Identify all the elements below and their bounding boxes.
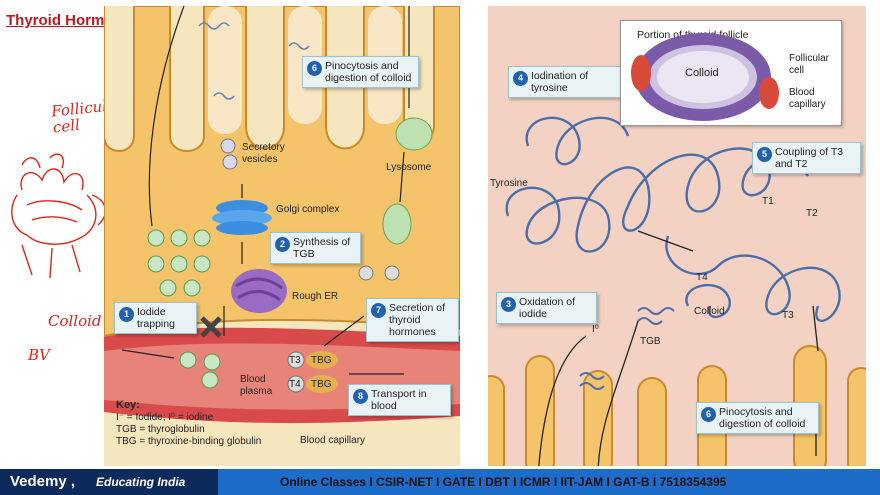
follicle-inset: Portion of thyroid follicle Colloid Foll… [620, 20, 842, 126]
inset-colloid: Colloid [685, 67, 719, 79]
key-line: I⁻ = Iodide; I⁰ = iodine [116, 412, 214, 423]
key-line: TGB = thyroglobulin [116, 424, 205, 435]
step-3-oxidation: 3 Oxidation of iodide [496, 292, 597, 324]
label-tyrosine: Tyrosine [490, 178, 528, 189]
step-number-badge: 6 [307, 61, 322, 76]
label-t3: T3 [782, 310, 794, 321]
left-diagram-panel: 1 Iodide trapping 2 Synthesis of TGB 6 P… [104, 6, 460, 466]
handwritten-bv: BV [28, 346, 50, 364]
label-tbg: TBG [311, 355, 332, 366]
step-7-secretion: 7 Secretion of thyroid hormones [366, 298, 459, 342]
step-number-badge: 2 [275, 237, 290, 252]
step-number-badge: 3 [501, 297, 516, 312]
brand-tagline: Educating India [96, 475, 186, 489]
step-6-pinocytosis: 6 Pinocytosis and digestion of colloid [696, 402, 819, 434]
label-iodine: I⁰ [592, 324, 599, 335]
step-label: Pinocytosis and digestion of colloid [719, 406, 806, 430]
step-number-badge: 8 [353, 389, 368, 404]
step-label: Oxidation of iodide [519, 296, 576, 320]
step-1-iodide-trapping: 1 Iodide trapping [114, 302, 197, 334]
legend-key: Key: I⁻ = Iodide; I⁰ = iodine TGB = thyr… [116, 399, 261, 448]
label-rough-er: Rough ER [292, 291, 339, 302]
rough-er-shape [231, 269, 287, 313]
handwritten-colloid: Colloid [48, 312, 102, 330]
step-number-badge: 1 [119, 307, 134, 322]
footer-text: Online Classes I CSIR-NET I GATE I DBT I… [280, 475, 727, 489]
brand-block: Vedemy , Educating India [0, 469, 218, 495]
step-4-iodination: 4 Iodination of tyrosine [508, 66, 621, 98]
label-t2: T2 [806, 208, 818, 219]
label-t3: T3 [289, 355, 301, 366]
handwritten-follicle-sketch [11, 153, 107, 279]
label-colloid: Colloid [694, 306, 725, 317]
label-blood-plasma: Blood plasma [240, 374, 273, 397]
key-heading: Key: [116, 399, 140, 411]
step-number-badge: 4 [513, 71, 528, 86]
step-6-pinocytosis: 6 Pinocytosis and digestion of colloid [302, 56, 419, 88]
inset-follicular-cell: Follicular cell [789, 53, 830, 76]
step-label: Coupling of T3 and T2 [775, 146, 844, 170]
step-number-badge: 5 [757, 147, 772, 162]
label-lysosome: Lysosome [386, 162, 432, 173]
lysosome-shape [395, 117, 433, 151]
label-tbg: TBG [311, 379, 332, 390]
label-blood-capillary: Blood capillary [300, 435, 366, 446]
step-label: Transport in blood [371, 388, 427, 412]
step-2-synthesis-tgb: 2 Synthesis of TGB [270, 232, 361, 264]
step-label: Iodination of tyrosine [531, 70, 589, 94]
vesicle-t3-t4 [382, 203, 412, 245]
label-t4: T4 [289, 379, 301, 390]
step-number-badge: 7 [371, 303, 386, 318]
label-golgi-complex: Golgi complex [276, 204, 340, 215]
step-label: Iodide trapping [137, 306, 175, 330]
secretory-vesicle [222, 154, 238, 170]
secretory-vesicle [220, 138, 236, 154]
label-secretory-vesicles: Secretory vesicles [242, 142, 285, 165]
label-t1: T1 [762, 196, 774, 207]
golgi-complex-shape [212, 200, 272, 235]
step-8-transport: 8 Transport in blood [348, 384, 451, 416]
step-number-badge: 6 [701, 407, 716, 422]
label-t4: T4 [696, 272, 708, 283]
follicle-ring [631, 33, 779, 121]
step-label: Synthesis of TGB [293, 236, 351, 260]
brand-name: Vedemy , [10, 473, 76, 490]
step-5-coupling: 5 Coupling of T3 and T2 [752, 142, 861, 174]
label-tgb: TGB [640, 336, 661, 347]
step-label: Secretion of thyroid hormones [389, 302, 446, 338]
key-line: TBG = thyroxine-binding globulin [116, 436, 262, 447]
footer-banner: Vedemy , Educating India Online Classes … [0, 469, 880, 495]
tgb-coil [505, 116, 841, 322]
inset-blood-capillary: Blood capillary [789, 87, 826, 110]
step-label: Pinocytosis and digestion of colloid [325, 60, 412, 84]
